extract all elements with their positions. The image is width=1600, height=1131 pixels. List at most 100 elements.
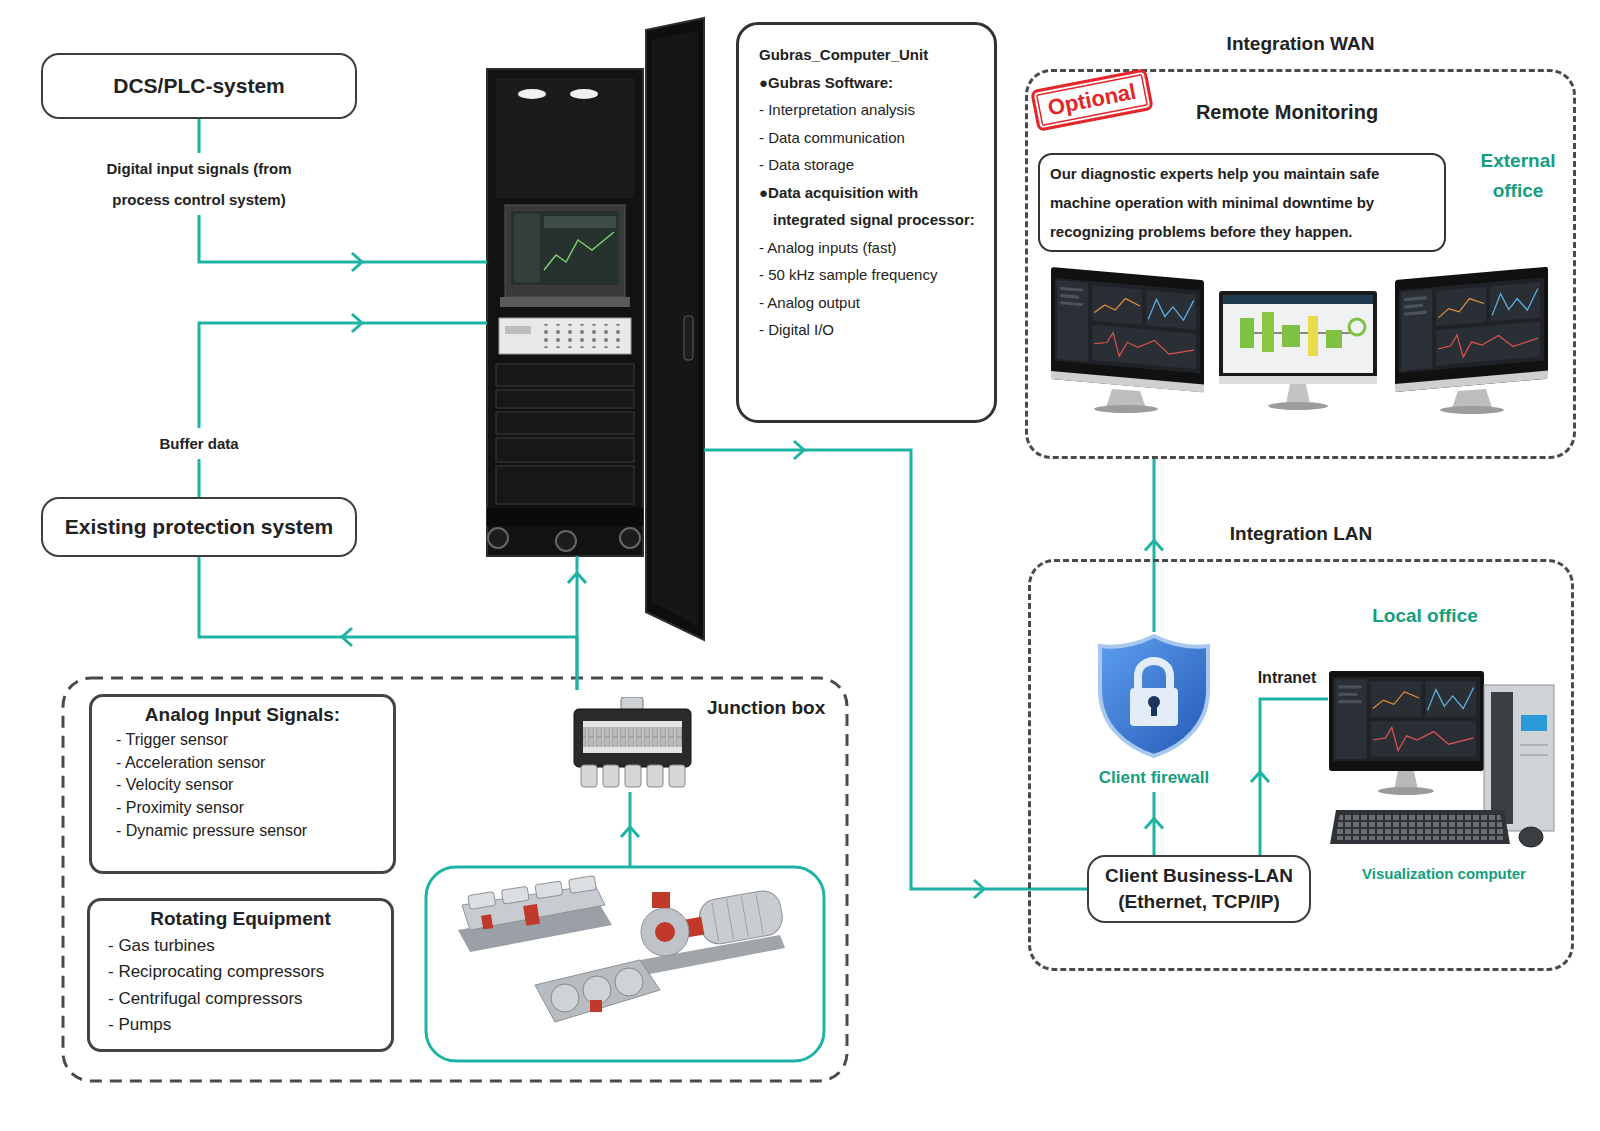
network-box: Client Business-LAN(Ethernet, TCP/IP): [1087, 855, 1311, 923]
cabinet-illustration: [496, 438, 634, 462]
reciprocating-compressor: [468, 892, 496, 910]
list-item: - Gas turbines: [108, 933, 379, 959]
icon-label: Client firewall: [1099, 768, 1210, 788]
cabinet-illustration: [646, 18, 704, 640]
list-heading: Analog Input Signals:: [104, 701, 381, 729]
monitor-illustration: [1268, 402, 1328, 410]
monitor-illustration: [1395, 371, 1548, 392]
pump: [655, 922, 675, 942]
monitor-illustration: [1452, 389, 1492, 408]
cabinet-anchor: [487, 69, 704, 556]
monitor-illustration: [1440, 406, 1504, 414]
reciprocating-compressor: [458, 876, 612, 952]
monitor-illustration: [1395, 267, 1548, 392]
cabinet-illustration: [496, 412, 634, 434]
cabinet-illustration: [496, 390, 634, 408]
junction-box-icon: [647, 765, 663, 787]
monitor-illustration: [1051, 371, 1204, 392]
junction-box-icon: [669, 765, 685, 787]
pump: [683, 888, 785, 949]
shield-icon: [1100, 636, 1208, 756]
reciprocating-compressor: [501, 886, 529, 904]
cabinet-illustration: [514, 214, 540, 282]
junction-box-icon: [625, 765, 641, 787]
arrow-head: [568, 573, 586, 583]
cabinet-illustration: [487, 508, 643, 526]
monitor-illustration: [1326, 330, 1342, 348]
monitor-illustration: [1094, 405, 1158, 413]
cabinet-illustration: [620, 528, 640, 548]
region-heading: Integration WAN: [1028, 32, 1573, 56]
arrow-head: [1145, 819, 1163, 829]
edge-label: Buffer data: [155, 428, 242, 459]
cabinet-illustration: [518, 89, 546, 99]
cabinet-illustration: [505, 326, 531, 334]
computer-icon: [1330, 810, 1510, 844]
reciprocating-compressor: [468, 876, 601, 935]
monitor-illustration: [1219, 376, 1377, 384]
list-item: - Digital I/O: [759, 316, 982, 344]
reciprocating-compressor: [481, 914, 493, 929]
computer-icon: [1378, 787, 1434, 795]
monitor-illustration: [1240, 318, 1254, 348]
list-item: - Pumps: [108, 1012, 379, 1038]
region-title: Remote Monitoring: [1137, 100, 1437, 124]
system-box: Existing protection system: [41, 497, 357, 557]
connector: [1145, 792, 1163, 855]
cabinet-illustration: [487, 69, 643, 556]
note-box: Our diagnostic experts help you maintain…: [1038, 153, 1446, 252]
computer-icon: [1328, 660, 1560, 850]
cabinet-illustration: [570, 89, 598, 99]
computer-icon: [1520, 745, 1548, 746]
note-text: Our diagnostic experts help you maintain…: [1050, 159, 1434, 246]
system-box: DCS/PLC-system: [41, 53, 357, 119]
junction-box-icon: [583, 727, 682, 747]
junction-box: Junction box: [565, 690, 835, 795]
junction-box-icon: [581, 765, 597, 787]
junction-box-icon: [571, 697, 694, 790]
cabinet-illustration: [652, 30, 698, 626]
list-item: - Trigger sensor: [116, 729, 381, 752]
optional-stamp: Optional: [1030, 68, 1154, 132]
monitor-illustration: [1219, 291, 1377, 383]
cabinet-illustration: [505, 205, 625, 297]
cabinet-illustration: [487, 18, 704, 640]
region-frame: Integration LANLocal office Client firew…: [1028, 559, 1574, 971]
list-item: - Data storage: [759, 151, 982, 179]
arrow-head: [1145, 541, 1163, 551]
icon-label: Junction box: [707, 696, 825, 720]
pump: [640, 888, 785, 975]
box-label: Existing protection system: [65, 514, 333, 540]
connector-line: [1260, 699, 1328, 855]
equipment-picture-box: [426, 867, 824, 1061]
cabinet-illustration: [500, 297, 630, 307]
connector: [199, 314, 487, 497]
monitor-illustration: [1051, 267, 1204, 392]
compressor: [615, 968, 643, 996]
shield-icon: [1094, 632, 1214, 760]
box-label: Client Business-LAN: [1105, 863, 1293, 889]
monitor-illustration: [1282, 325, 1300, 347]
computer-icon: [1521, 715, 1547, 731]
computer-node: Visualization computer: [1328, 660, 1560, 895]
arrow-head: [974, 880, 984, 898]
pump: [727, 899, 734, 939]
cabinet-illustration: [544, 216, 616, 228]
list-item: - Acceleration sensor: [116, 752, 381, 775]
computer-icon: [1333, 677, 1480, 761]
shield-icon: [1151, 704, 1157, 716]
shield-icon: [1130, 688, 1178, 726]
connector: [1145, 459, 1163, 632]
junction-box-icon: [583, 721, 682, 753]
list-item: - Dynamic pressure sensor: [116, 820, 381, 843]
pump: [697, 888, 786, 947]
connector-line: [199, 323, 487, 497]
list-item: - Interpretation analysis: [759, 96, 982, 124]
unit-heading: Gubras_Computer_Unit: [759, 41, 982, 69]
monitor-illustration: [1051, 267, 1204, 392]
equipment-region: [63, 678, 847, 1081]
cabinet-illustration: [496, 466, 634, 504]
monitor-illustration: [1395, 267, 1548, 392]
pump: [641, 908, 689, 956]
